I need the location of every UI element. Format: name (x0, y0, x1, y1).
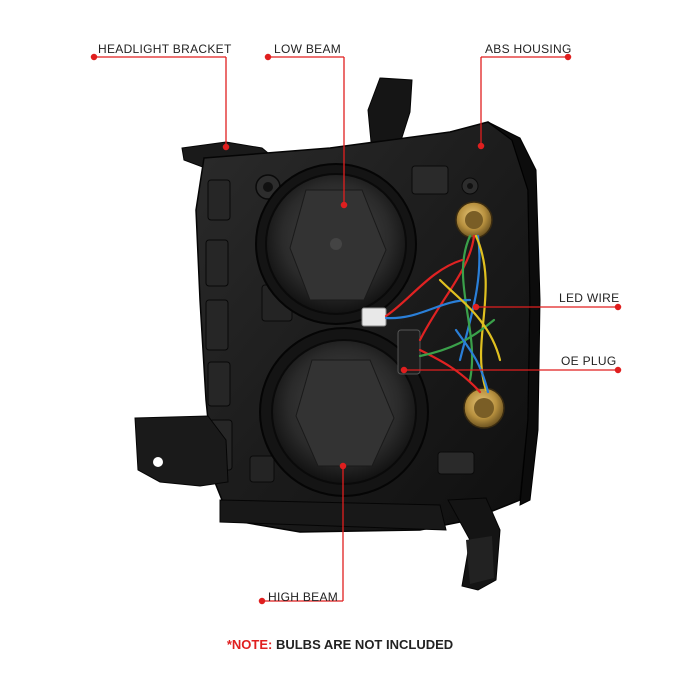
bottom-skirt (219, 499, 447, 531)
wiring-harness (384, 234, 502, 394)
high-beam-lens (259, 327, 429, 497)
bulb-note: *NOTE: BULBS ARE NOT INCLUDED (0, 637, 680, 652)
label-oe-plug: OE PLUG (561, 354, 617, 368)
label-led-wire: LED WIRE (559, 291, 620, 305)
label-high-beam: HIGH BEAM (268, 590, 339, 604)
bottom-left-bracket (134, 415, 229, 487)
upper-bulb-socket (455, 201, 493, 239)
led-connector (361, 307, 387, 327)
outer-rim (487, 121, 541, 506)
label-low-beam: LOW BEAM (274, 42, 342, 56)
callout-lines (90, 53, 622, 605)
label-headlight-bracket: HEADLIGHT BRACKET (98, 42, 232, 56)
label-abs-housing: ABS HOUSING (485, 42, 572, 56)
low-beam-lens (255, 163, 417, 325)
note-text: BULBS ARE NOT INCLUDED (275, 637, 454, 652)
lower-bulb-socket (463, 387, 505, 429)
bracket-hole (153, 457, 163, 467)
oe-plug-connector (397, 329, 421, 375)
note-prefix: *NOTE: (226, 637, 273, 652)
